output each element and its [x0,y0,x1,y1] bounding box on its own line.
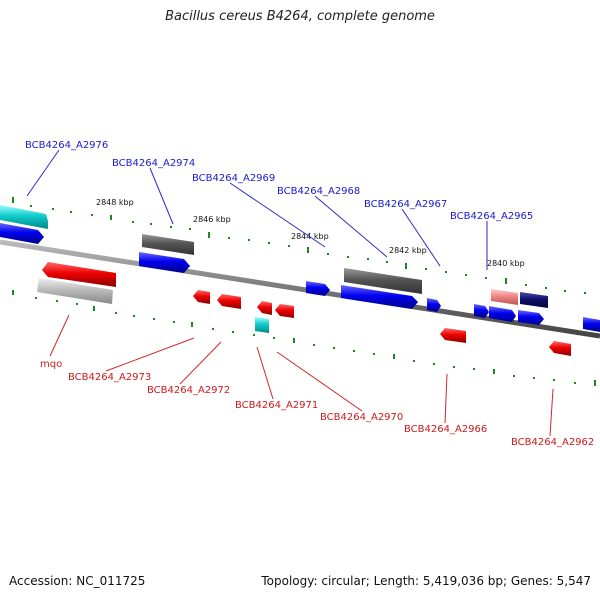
scale-tick-label: 2842 kbp [389,246,427,255]
gene-label[interactable]: BCB4264_A2973 [68,372,151,383]
gene-feature[interactable] [520,292,548,308]
gene-label[interactable]: BCB4264_A2971 [235,400,318,411]
genome-backbone [0,239,600,339]
gene-feature[interactable] [142,234,194,255]
gene-feature[interactable] [37,278,113,304]
gene-feature[interactable] [0,223,44,244]
gene-feature[interactable] [549,341,571,356]
gene-label[interactable]: BCB4264_A2974 [112,158,195,169]
gene-feature[interactable] [42,262,116,287]
gene-feature[interactable] [344,268,422,294]
scale-tick-label: 2840 kbp [487,259,525,268]
gene-label[interactable]: BCB4264_A2970 [320,412,403,423]
gene-feature[interactable] [440,328,466,343]
gene-feature[interactable] [193,290,210,304]
gene-label[interactable]: BCB4264_A2965 [450,211,533,222]
upper-tick-ring [12,197,586,294]
map-title: Bacillus cereus B4264, complete genome [165,9,435,24]
gene-track-upper [0,205,600,332]
gene-feature[interactable] [341,285,418,309]
gene-label[interactable]: BCB4264_A2976 [25,140,108,151]
gene-label[interactable]: BCB4264_A2967 [364,199,447,210]
genome-summary-text: Topology: circular; Length: 5,419,036 bp… [261,574,591,588]
gene-label[interactable]: BCB4264_A2962 [511,437,594,448]
accession-text: Accession: NC_011725 [9,574,146,588]
callout-lines-bottom [49,314,554,437]
gene-label[interactable]: mqo [40,359,62,370]
scale-tick-label: 2848 kbp [96,198,134,207]
gene-feature[interactable] [306,281,330,296]
gene-label[interactable]: BCB4264_A2968 [277,186,360,197]
gene-feature[interactable] [518,310,544,325]
callout-lines-top [26,149,488,270]
gene-feature[interactable] [275,304,294,318]
gene-feature[interactable] [427,298,441,312]
scale-tick-label: 2846 kbp [193,215,231,224]
gene-feature[interactable] [255,317,269,333]
gene-label[interactable]: BCB4264_A2969 [192,173,275,184]
gene-label[interactable]: BCB4264_A2972 [147,385,230,396]
gene-feature[interactable] [489,306,516,322]
gene-feature[interactable] [0,205,48,229]
gene-feature[interactable] [217,294,241,309]
gene-feature[interactable] [139,252,190,273]
gene-label[interactable]: BCB4264_A2966 [404,424,487,435]
gene-feature[interactable] [583,317,600,332]
gene-track-lower [37,262,571,356]
gene-feature[interactable] [491,289,518,305]
gene-feature[interactable] [474,304,489,318]
lower-tick-ring [12,290,596,386]
gene-feature[interactable] [257,301,272,315]
